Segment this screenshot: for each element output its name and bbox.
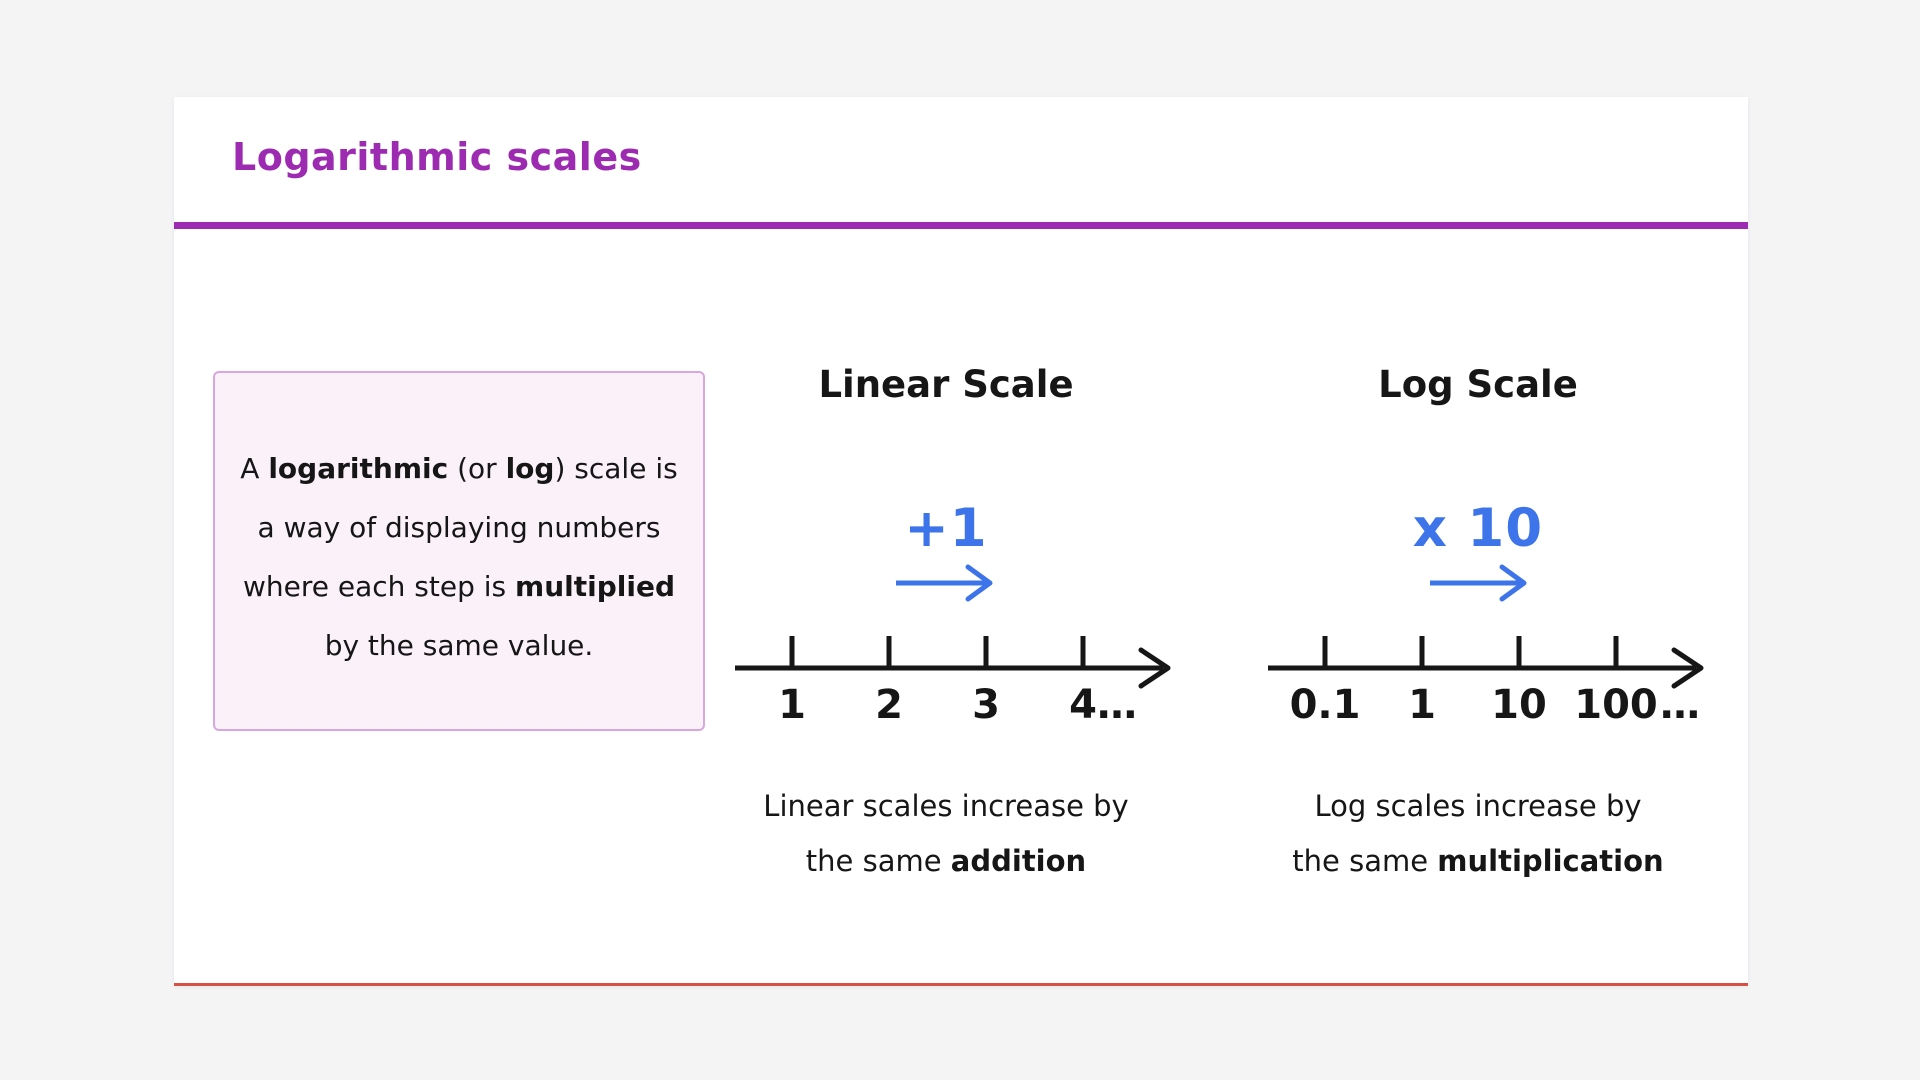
definition-text: where each step is <box>242 570 516 603</box>
caption-line: the same multiplication <box>1218 834 1738 889</box>
tick-label: 10 <box>1491 682 1547 728</box>
definition-text-bold: multiplied <box>515 570 676 603</box>
tick-label: 4 <box>1069 682 1097 728</box>
continuation-ellipsis: … <box>1097 682 1137 728</box>
log-scale-heading: Log Scale <box>1378 363 1578 406</box>
definition-text-line: by the same value. <box>324 629 594 662</box>
definition-box: A logarithmic (or log) scale is a way of… <box>213 371 705 731</box>
title-underline <box>174 222 1748 229</box>
tick-label: 2 <box>875 682 903 728</box>
definition-text-line: a way of displaying numbers <box>257 511 661 544</box>
caption-line: Log scales increase by <box>1314 789 1642 823</box>
definition-text: A <box>240 452 269 485</box>
caption-text: the same <box>805 844 951 878</box>
tick-label: 3 <box>972 682 1000 728</box>
linear-scale-heading: Linear Scale <box>818 363 1074 406</box>
caption-text-bold: multiplication <box>1437 844 1664 878</box>
definition-text-line: A logarithmic (or log) scale is <box>240 439 677 498</box>
blue-right-arrow-icon <box>896 564 993 602</box>
log-number-line-axis <box>1268 636 1704 689</box>
linear-tick-labels: 1 2 3 4 … <box>735 682 1180 738</box>
tick-label: 1 <box>778 682 806 728</box>
continuation-ellipsis: … <box>1660 682 1700 728</box>
definition-text: ) scale is <box>554 452 678 485</box>
log-operator-label: x 10 <box>1412 498 1544 559</box>
caption-line: the same addition <box>686 834 1206 889</box>
definition-text: (or <box>448 452 506 485</box>
caption-line: Linear scales increase by <box>763 789 1129 823</box>
log-tick-labels: 0.1 1 10 100 … <box>1268 682 1713 738</box>
content-card: Logarithmic scales A logarithmic (or log… <box>174 97 1748 986</box>
linear-scale-caption: Linear scales increase by the same addit… <box>686 779 1206 889</box>
definition-text-bold: log <box>505 452 555 485</box>
definition-text-bold: logarithmic <box>268 452 449 485</box>
tick-label: 100 <box>1574 682 1658 728</box>
tick-label: 1 <box>1408 682 1436 728</box>
page-title: Logarithmic scales <box>232 135 642 179</box>
caption-text-bold: addition <box>950 844 1087 878</box>
caption-text: the same <box>1292 844 1438 878</box>
linear-operator-label: +1 <box>904 498 988 559</box>
linear-number-line-axis <box>735 636 1171 689</box>
definition-text-line: where each step is multiplied <box>243 557 675 616</box>
log-scale-caption: Log scales increase by the same multipli… <box>1218 779 1738 889</box>
tick-label: 0.1 <box>1289 682 1361 728</box>
blue-right-arrow-icon <box>1430 564 1527 602</box>
